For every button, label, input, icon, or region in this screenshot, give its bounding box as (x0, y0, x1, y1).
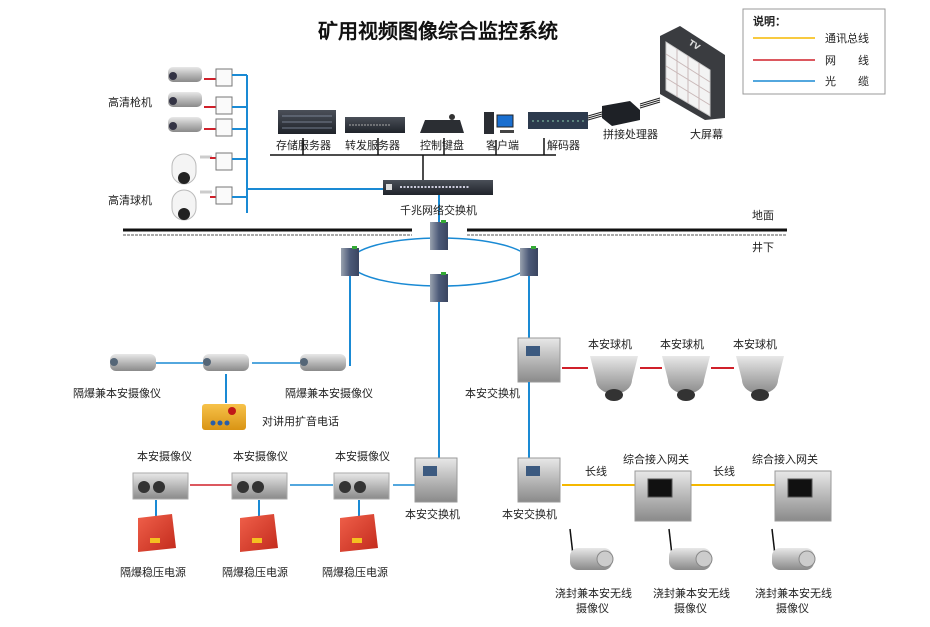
long-line-label-2: 长线 (713, 464, 735, 478)
is-dome-camera-3 (736, 356, 784, 401)
device-label-storage: 存储服务器 (276, 138, 331, 152)
wireless-camera-label-2a: 浇封兼本安无线 (653, 586, 730, 600)
storage-server-icon (278, 110, 336, 155)
wireless-camera-label-3b: 摄像仪 (776, 601, 809, 615)
is-dome-camera-2 (662, 356, 710, 401)
ring-switch-top (430, 220, 448, 250)
wireless-camera-label-3a: 浇封兼本安无线 (755, 586, 832, 600)
core-switch-icon (383, 180, 493, 222)
is-dome-label-3: 本安球机 (733, 337, 777, 351)
is-dome-label-2: 本安球机 (660, 337, 704, 351)
legend: 说明： 通讯总线 网 线 光 缆 (742, 8, 886, 95)
server-row: 存储服务器 转发服务器 控制键盘 客户端 解码器 TV 拼接处理器 大屏幕 (270, 26, 725, 180)
ring-switch-bottom (430, 272, 448, 302)
wireless-camera-label-2b: 摄像仪 (674, 601, 707, 615)
power-supply-1 (138, 514, 176, 552)
is-camera-2 (231, 472, 288, 500)
legend-bus-label: 通讯总线 (825, 31, 869, 45)
wireless-camera-label-1b: 摄像仪 (576, 601, 609, 615)
device-label-forwarding: 转发服务器 (345, 138, 400, 152)
hd-bullet-camera-1 (168, 67, 247, 87)
is-switch-upper (517, 337, 734, 458)
is-camera-row (132, 457, 458, 552)
underground-label: 井下 (752, 240, 774, 254)
legend-fiber-label: 光 缆 (825, 74, 869, 88)
ring-switch-right (520, 246, 538, 276)
gateway-label-2: 综合接入网关 (752, 452, 818, 466)
hd-bullet-camera-3 (168, 117, 247, 137)
client-pc-icon (484, 112, 514, 155)
is-switch-lower-right (517, 457, 561, 503)
flameproof-camera-row (110, 354, 351, 430)
is-switch-label-upper: 本安交换机 (465, 386, 520, 400)
hd-camera-group: 高清枪机 高清球机 (108, 67, 390, 221)
intercom-phone-icon (202, 404, 246, 430)
device-label-decoder: 解码器 (547, 138, 580, 152)
is-camera-label-1: 本安摄像仪 (137, 449, 192, 463)
gateway-row (517, 457, 832, 570)
splicer-label: 拼接处理器 (603, 127, 658, 141)
legend-network-label: 网 线 (825, 53, 869, 67)
wireless-camera-label-1a: 浇封兼本安无线 (555, 586, 632, 600)
flameproof-camera-label-2: 隔爆兼本安摄像仪 (285, 386, 373, 400)
power-supply-2 (240, 514, 278, 552)
intercom-label: 对讲用扩音电话 (262, 414, 339, 428)
control-keyboard-icon (420, 114, 464, 155)
long-line-label-1: 长线 (585, 464, 607, 478)
diagram-title: 矿用视频图像综合监控系统 (318, 19, 558, 43)
splicer-processor-icon (587, 97, 661, 126)
wireless-camera-3 (771, 528, 816, 570)
big-screen-icon: TV (660, 26, 725, 120)
screen-label: 大屏幕 (690, 127, 723, 141)
power-label-1: 隔爆稳压电源 (120, 565, 186, 579)
forwarding-server-icon (345, 117, 405, 155)
gateway-1 (634, 470, 692, 522)
ground-label: 地面 (752, 209, 774, 222)
device-label-client: 客户端 (486, 138, 519, 152)
is-camera-label-2: 本安摄像仪 (233, 449, 288, 463)
gateway-2 (774, 470, 832, 522)
is-camera-label-3: 本安摄像仪 (335, 449, 390, 463)
power-supply-3 (340, 514, 378, 552)
legend-heading: 说明： (753, 14, 786, 28)
wireless-camera-2 (668, 528, 713, 570)
decoder-icon (528, 112, 588, 155)
is-dome-camera-1 (590, 356, 638, 401)
flameproof-camera-3 (300, 354, 346, 371)
hd-dome-camera-2 (171, 186, 247, 221)
is-switch-lower-left (414, 457, 458, 503)
hd-dome-label: 高清球机 (108, 193, 152, 207)
wireless-camera-1 (569, 528, 614, 570)
flameproof-camera-label-1: 隔爆兼本安摄像仪 (73, 386, 161, 400)
hd-bullet-label: 高清枪机 (108, 95, 152, 109)
core-switch-label: 千兆网络交换机 (400, 203, 477, 217)
hd-bullet-camera-2 (168, 92, 247, 115)
is-camera-3 (333, 472, 390, 500)
ground-line (123, 228, 787, 236)
flameproof-camera-2 (203, 354, 249, 371)
ring-switch-left (341, 246, 359, 276)
device-label-keyboard: 控制键盘 (420, 138, 464, 152)
is-switch-label-lower-right: 本安交换机 (502, 507, 557, 521)
ring-network (341, 220, 538, 302)
is-camera-1 (132, 472, 189, 500)
is-switch-label-lower-left: 本安交换机 (405, 507, 460, 521)
power-label-2: 隔爆稳压电源 (222, 565, 288, 579)
gateway-label-1: 综合接入网关 (623, 452, 689, 466)
power-label-3: 隔爆稳压电源 (322, 565, 388, 579)
flameproof-camera-1 (110, 354, 156, 371)
hd-dome-camera-1 (171, 152, 247, 185)
is-dome-label-1: 本安球机 (588, 337, 632, 351)
